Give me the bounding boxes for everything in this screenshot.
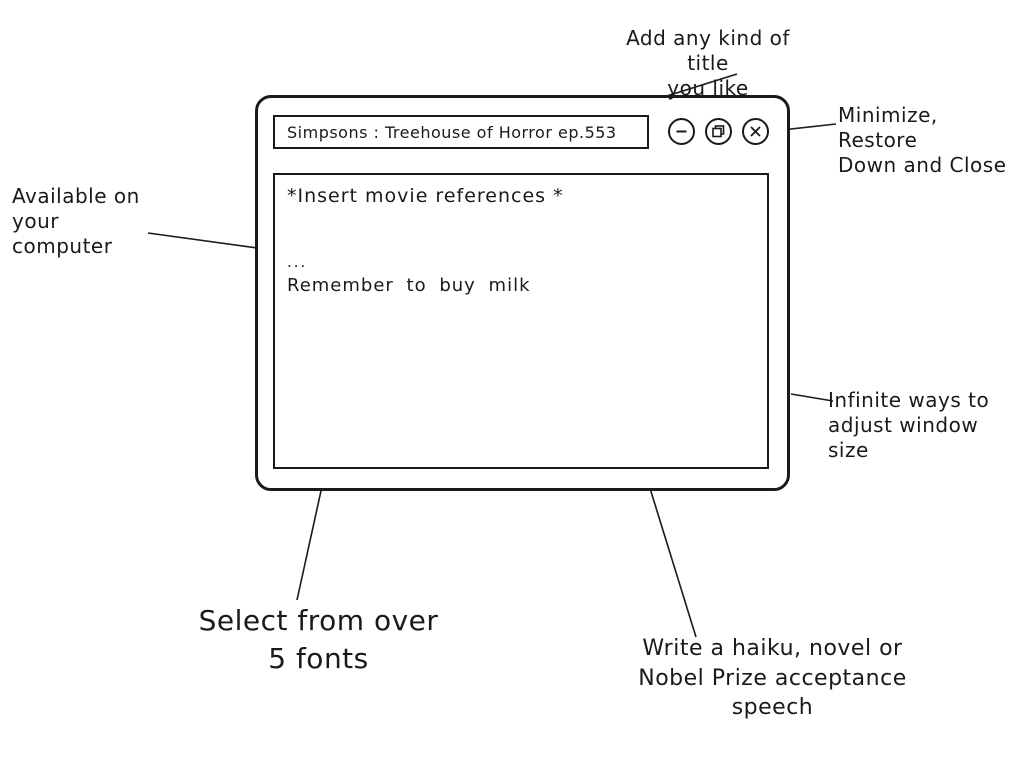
close-icon <box>748 124 763 139</box>
annotation-line: Infinite ways to <box>828 388 990 412</box>
annotation-line: Down and Close <box>838 153 1007 177</box>
window-title-field[interactable]: Simpsons : Treehouse of Horror ep.553 <box>273 115 649 149</box>
window-controls <box>668 118 769 145</box>
close-button[interactable] <box>742 118 769 145</box>
annotation-haiku-note: Write a haiku, novel or Nobel Prize acce… <box>615 634 930 723</box>
annotation-line: Nobel Prize acceptance <box>638 665 907 691</box>
annotation-line: computer <box>12 234 113 258</box>
annotation-computer-note: Available on your computer <box>12 184 192 259</box>
editor-line: *Insert movie references * <box>287 185 564 207</box>
annotation-line: Select from over <box>198 604 439 637</box>
editor-line: ... <box>287 253 308 271</box>
annotation-title-note: Add any kind of title you like <box>608 26 808 101</box>
restore-down-button[interactable] <box>705 118 732 145</box>
annotation-line: Write a haiku, novel or <box>642 636 903 661</box>
minimize-icon <box>674 124 689 139</box>
restore-down-icon <box>711 124 726 139</box>
annotation-line: Available on your <box>12 184 140 233</box>
text-editor-area[interactable]: *Insert movie references * ... Remember … <box>273 173 769 469</box>
annotation-line: Add any kind of title <box>626 26 790 75</box>
annotation-line: adjust window size <box>828 413 979 462</box>
annotation-resize-note: Infinite ways to adjust window size <box>828 388 1018 463</box>
minimize-button[interactable] <box>668 118 695 145</box>
app-window: Simpsons : Treehouse of Horror ep.553 <box>255 95 790 491</box>
annotation-line: you like <box>667 76 749 100</box>
annotation-line: 5 fonts <box>268 641 369 675</box>
editor-line: Remember to buy milk <box>287 275 531 296</box>
annotation-line: Minimize, Restore <box>838 103 938 152</box>
annotation-line: speech <box>731 695 814 721</box>
window-title-text: Simpsons : Treehouse of Horror ep.553 <box>287 122 617 142</box>
annotation-controls-note: Minimize, Restore Down and Close <box>838 103 1018 178</box>
annotation-fonts-note: Select from over 5 fonts <box>196 602 441 678</box>
